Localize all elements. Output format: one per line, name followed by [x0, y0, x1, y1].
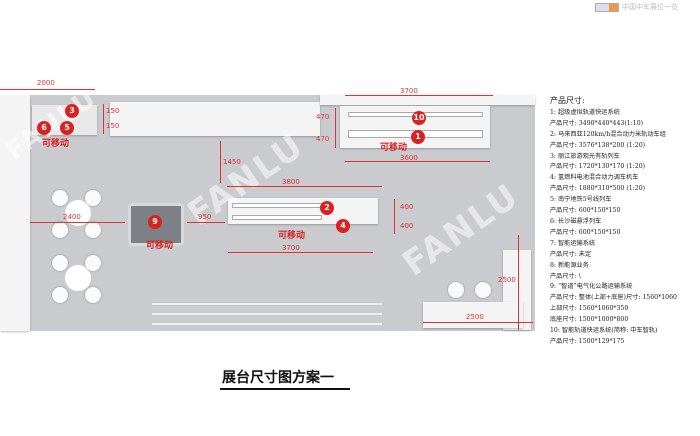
- round-table: [65, 265, 91, 291]
- spec-line: 6: 长沙磁悬浮列车: [550, 217, 602, 225]
- stool: [475, 282, 491, 298]
- chair: [52, 255, 68, 271]
- spec-line: 产品尺寸: 整体(上部+底座)尺寸: 1560*1060: [550, 294, 677, 302]
- dim-3600: 3600: [400, 154, 418, 162]
- dim-3700: 3700: [400, 87, 418, 95]
- spec-line: 产品尺寸: 600*150*150: [550, 207, 621, 215]
- spec-line: 10: 智能轨道快运系统(简称: 中车智轨): [550, 327, 658, 335]
- spec-line: 4: 氢燃料电池混合动力调车机车: [550, 174, 639, 182]
- spec-line: 产品尺寸: 1500*129*175: [550, 337, 625, 345]
- dim-line: [423, 322, 533, 323]
- spec-line: 产品尺寸: 600*150*150: [550, 228, 621, 236]
- spec-line: 产品尺寸: 3576*138*200 (1:20): [550, 141, 646, 149]
- movable-label: 可移动: [278, 231, 306, 241]
- marker-9: 9: [148, 215, 162, 229]
- spec-line: 产品尺寸: 1720*130*170 (1:20): [550, 163, 646, 171]
- dim-400: 400: [400, 203, 414, 211]
- spec-lines: 1: 超级虚拟轨道快运系统产品尺寸: 3490*440*443(1:10) 2: …: [550, 108, 700, 348]
- marker-4: 4: [336, 219, 350, 233]
- marker-2: 2: [320, 201, 334, 215]
- marker-6: 6: [37, 121, 51, 135]
- movable-label: 可移动: [42, 139, 70, 149]
- brand-logo: [595, 2, 619, 12]
- dim-line: [30, 222, 125, 223]
- spec-line: 7: 智能运输系统: [550, 239, 596, 247]
- left-wall: [0, 95, 30, 331]
- dim-line: [0, 89, 95, 90]
- product-specs: 产品尺寸: 1: 超级虚拟轨道快运系统产品尺寸: 3490*440*443(1:…: [550, 96, 700, 348]
- round-table: [65, 200, 91, 226]
- marker-3: 3: [65, 104, 79, 118]
- spec-line: 8: 新能源业务: [550, 261, 589, 269]
- dim-3800: 3800: [282, 178, 300, 186]
- dim-470: 470: [316, 113, 330, 121]
- dim-line: [335, 108, 336, 148]
- movable-label: 可移动: [380, 143, 408, 153]
- dim-line: [518, 235, 519, 330]
- display-2-4: [228, 198, 378, 224]
- steps: [152, 303, 382, 325]
- dim-2400: 2400: [63, 213, 81, 221]
- dim-2500: 2500: [498, 276, 516, 284]
- track: [232, 215, 322, 220]
- chair: [52, 222, 68, 238]
- specs-title: 产品尺寸:: [550, 96, 585, 105]
- chair: [85, 287, 101, 303]
- spec-line: 5: 南宁地铁5号线列车: [550, 196, 612, 204]
- chair: [52, 190, 68, 206]
- spec-line: 产品尺寸: 3490*440*443(1:10): [550, 119, 644, 127]
- title-underline: [220, 388, 350, 390]
- back-wall: [320, 95, 535, 105]
- spec-line: 产品尺寸: \: [550, 272, 581, 280]
- spec-line: 9: “智道”电气化公路运输系统: [550, 283, 633, 291]
- marker-5: 5: [60, 121, 74, 135]
- top-counter: [110, 102, 320, 136]
- dim-line: [103, 104, 104, 134]
- brand-text: 中国中车展位一览: [622, 3, 678, 11]
- chair: [85, 190, 101, 206]
- spec-line: 产品尺寸: 未定: [550, 250, 592, 258]
- spec-line: 2: 马来西亚120km/h混合动力米轨动车组: [550, 130, 666, 138]
- dim-150: 150: [106, 122, 120, 130]
- dim-470: 470: [316, 135, 330, 143]
- bottom-counter: [423, 302, 523, 328]
- chair: [85, 255, 101, 271]
- page-title: 展台尺寸图方案一: [222, 370, 334, 386]
- spec-line: 底座尺寸: 1500*1000*800: [550, 316, 629, 324]
- dim-400: 400: [400, 222, 414, 230]
- dim-150: 150: [106, 107, 120, 115]
- movable-label: 可移动: [146, 241, 174, 251]
- dim-line: [227, 186, 382, 187]
- dim-2500: 2500: [466, 313, 484, 321]
- chair: [52, 287, 68, 303]
- dim-line: [345, 161, 490, 162]
- dim-950: 950: [198, 213, 212, 221]
- dim-line: [228, 252, 373, 253]
- spec-line: 上部尺寸: 1560*1060*350: [550, 305, 629, 313]
- marker-10: 10: [412, 111, 426, 125]
- dim-line: [345, 95, 493, 96]
- dim-line: [187, 222, 225, 223]
- stool: [448, 282, 464, 298]
- spec-line: 产品尺寸: 1880*310*500 (1:20): [550, 185, 646, 193]
- dim-3700: 3700: [282, 244, 300, 252]
- dim-line: [394, 199, 395, 234]
- chair: [85, 222, 101, 238]
- dim-line: [220, 141, 221, 183]
- marker-1: 1: [411, 130, 425, 144]
- header-brand: 中国中车展位一览: [595, 2, 678, 12]
- spec-line: 1: 超级虚拟轨道快运系统: [550, 108, 620, 116]
- spec-line: 3: 丽江旅游观光有轨列车: [550, 152, 620, 160]
- dim-1450: 1450: [223, 158, 241, 166]
- steps: [152, 313, 382, 315]
- display-9: [128, 203, 184, 246]
- dim-2000: 2000: [37, 79, 55, 87]
